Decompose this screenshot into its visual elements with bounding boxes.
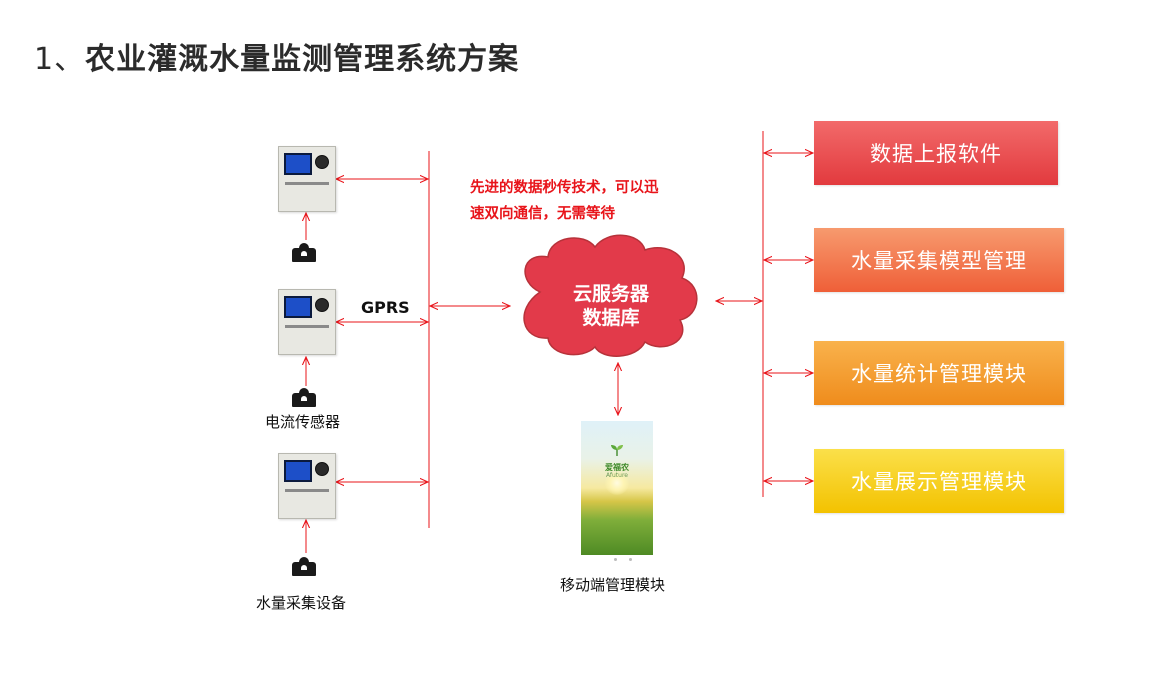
collection-device-1 xyxy=(278,146,336,212)
module-label: 水量展示管理模块 xyxy=(851,470,1027,494)
current-sensor-label: 电流传感器 xyxy=(265,413,341,431)
sun-glow xyxy=(605,471,629,495)
module-label: 水量统计管理模块 xyxy=(851,362,1027,386)
collection-device-label: 水量采集设备 xyxy=(256,594,347,612)
page-indicator-dots xyxy=(612,558,636,562)
device-knob xyxy=(315,298,329,312)
cloud-server-label: 云服务器 数据库 xyxy=(556,282,666,330)
transfer-note: 先进的数据秒传技术，可以迅 速双向通信，无需等待 xyxy=(470,175,720,227)
title-number: 1、 xyxy=(34,42,86,77)
device-screen xyxy=(284,460,312,482)
mobile-module-label: 移动端管理模块 xyxy=(560,576,666,594)
cloud-shape xyxy=(523,234,698,357)
module-water-collection-model: 水量采集模型管理 xyxy=(814,228,1064,292)
page-dot xyxy=(614,558,617,561)
module-label: 水量采集模型管理 xyxy=(851,249,1027,273)
collection-device-3 xyxy=(278,453,336,519)
device-knob xyxy=(315,155,329,169)
device-knob xyxy=(315,462,329,476)
app-logo-text: 爱福农 xyxy=(605,463,629,472)
module-water-statistics: 水量统计管理模块 xyxy=(814,341,1064,405)
current-sensor-icon-2 xyxy=(292,388,316,407)
mobile-app-screenshot: 爱福农 Afuture xyxy=(581,421,653,555)
device-screen xyxy=(284,296,312,318)
module-label: 数据上报软件 xyxy=(870,142,1002,166)
transfer-note-line2: 速双向通信，无需等待 xyxy=(470,205,615,222)
cloud-line1: 云服务器 xyxy=(572,283,649,305)
sprout-icon xyxy=(611,445,623,456)
module-water-display: 水量展示管理模块 xyxy=(814,449,1064,513)
cloud-line2: 数据库 xyxy=(582,307,640,329)
title-text: 农业灌溉水量监测管理系统方案 xyxy=(85,42,520,77)
page-dot xyxy=(629,558,632,561)
device-label-strip xyxy=(285,182,329,185)
app-logo-subtitle: Afuture xyxy=(606,472,628,479)
module-data-report-software: 数据上报软件 xyxy=(814,121,1058,185)
current-sensor-icon-3 xyxy=(292,557,316,576)
current-sensor-icon-1 xyxy=(292,243,316,262)
device-screen xyxy=(284,153,312,175)
gprs-label: GPRS xyxy=(361,298,410,317)
device-label-strip xyxy=(285,325,329,328)
transfer-note-line1: 先进的数据秒传技术，可以迅 xyxy=(470,179,659,196)
collection-device-2 xyxy=(278,289,336,355)
device-label-strip xyxy=(285,489,329,492)
page-title: 1、农业灌溉水量监测管理系统方案 xyxy=(34,34,519,78)
